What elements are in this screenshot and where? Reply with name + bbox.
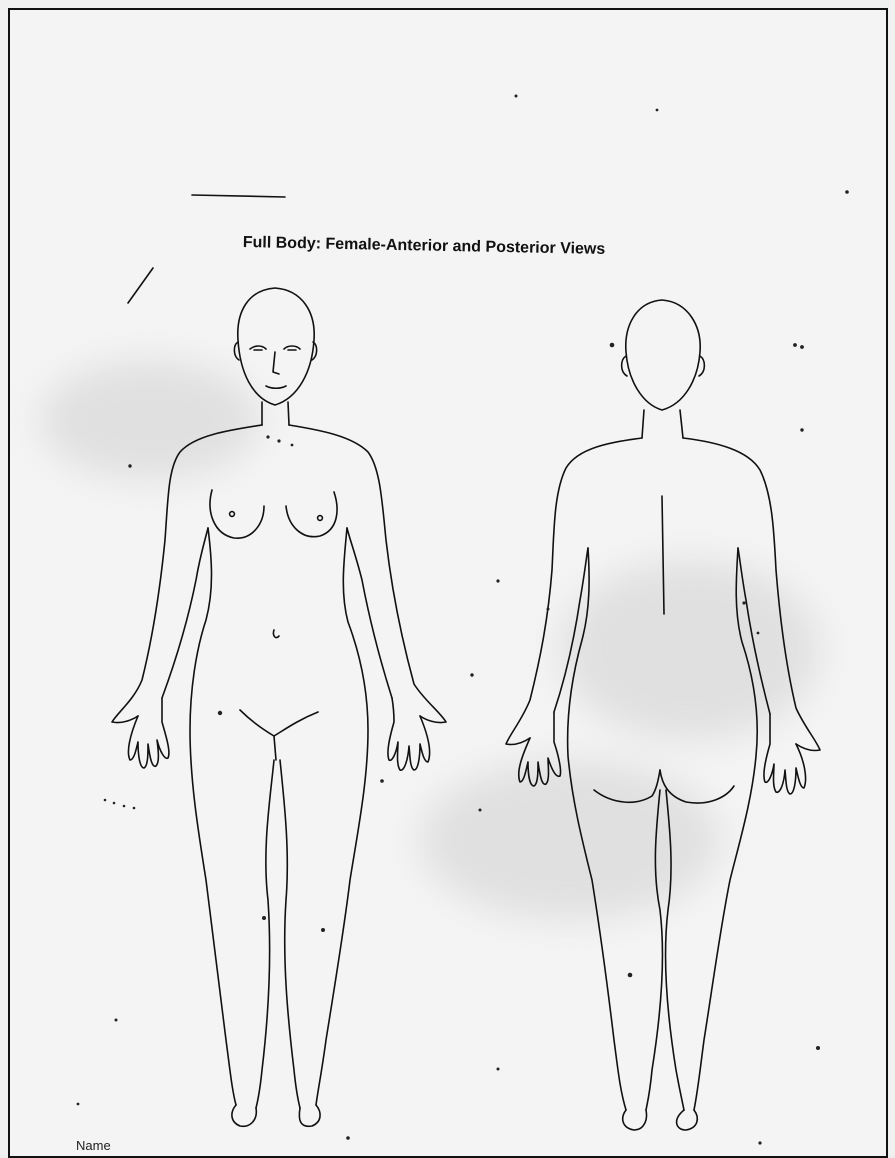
back-left-leg-inner (646, 790, 662, 1110)
back-right-foot (677, 1110, 698, 1130)
front-groin (240, 710, 318, 736)
blank-underline (192, 195, 285, 197)
back-left-hand (519, 712, 561, 786)
back-left-leg-outer (568, 548, 626, 1110)
scan-specks (77, 95, 849, 1145)
back-spine (662, 496, 664, 614)
front-head (238, 288, 314, 405)
front-right-leg-inner (280, 760, 300, 1108)
anterior-figure (112, 288, 446, 1126)
front-breast-right (286, 492, 337, 537)
front-right-hand (388, 698, 430, 770)
front-left-leg-outer (190, 528, 236, 1105)
front-left-foot (232, 1105, 256, 1126)
front-right-leg-outer (316, 528, 368, 1105)
posterior-figure (506, 300, 820, 1130)
back-left-foot (623, 1110, 647, 1130)
back-left-arm-outer (506, 438, 642, 745)
front-left-arm-outer (112, 425, 262, 723)
front-left-hand (128, 698, 168, 768)
stray-pen-mark (128, 268, 153, 303)
front-right-arm-outer (289, 425, 446, 723)
back-buttock-left (594, 770, 660, 802)
back-buttock-right (660, 770, 734, 803)
front-breast-left (210, 490, 264, 538)
name-field-label: Name (76, 1138, 111, 1153)
back-head (626, 300, 700, 410)
front-left-arm-inner (162, 528, 208, 698)
back-right-arm-outer (683, 438, 820, 751)
front-left-leg-inner (256, 760, 274, 1108)
back-right-hand (764, 714, 806, 794)
front-right-foot (299, 1105, 320, 1126)
back-right-leg-inner (666, 790, 684, 1110)
back-right-leg-outer (694, 548, 757, 1110)
front-right-arm-inner (347, 528, 392, 698)
